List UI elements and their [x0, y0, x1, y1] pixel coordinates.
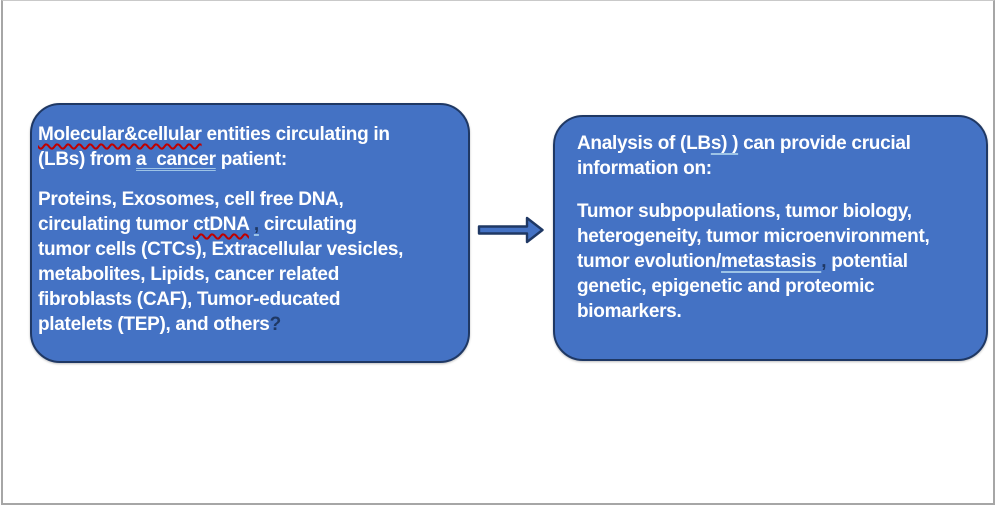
text-segment: metabolites, Lipids, cancer related — [38, 264, 339, 285]
text-segment: Molecular&cellular — [38, 124, 202, 145]
text-line: Molecular&cellular entities circulating … — [38, 122, 464, 147]
text-segment: tumor evolution/ — [577, 251, 722, 272]
text-line: platelets (TEP), and others? — [38, 312, 464, 337]
text-line: tumor cells (CTCs), Extracellular vesicl… — [38, 237, 464, 262]
text-segment: genetic, epigenetic and proteomic — [577, 276, 875, 297]
text-segment: patient: — [215, 149, 288, 170]
text-segment: Analysis of (LB — [577, 133, 711, 154]
text-segment: Proteins, Exosomes, cell free DNA, — [38, 189, 344, 210]
text-segment: circulating — [258, 214, 357, 235]
text-segment: Tumor subpopulations, tumor biology, — [577, 201, 912, 222]
text-segment: metastasis — [721, 251, 822, 272]
text-line: Tumor subpopulations, tumor biology, — [577, 199, 980, 224]
paragraph: Molecular&cellular entities circulating … — [38, 122, 464, 172]
text-line: genetic, epigenetic and proteomic — [577, 274, 980, 299]
text-line: information on: — [577, 156, 980, 181]
text-segment: can provide crucial — [738, 133, 911, 154]
text-segment: a cancer — [136, 149, 216, 170]
text-segment: circulating tumor — [38, 214, 194, 235]
text-line: biomarkers. — [577, 299, 980, 324]
text-line: (LBs) from a cancer patient: — [38, 147, 464, 172]
text-segment: ? — [269, 314, 282, 335]
left-rounded-box: Molecular&cellular entities circulating … — [30, 103, 470, 363]
text-segment: ctDNA — [193, 214, 249, 235]
paragraph: Tumor subpopulations, tumor biology, hete… — [577, 199, 980, 324]
block-arrow-shape — [477, 216, 544, 244]
text-segment: entities circulating in — [201, 124, 390, 145]
text-segment: platelets (TEP), and others — [38, 314, 270, 335]
text-segment: information on: — [577, 158, 712, 179]
text-segment: potential — [826, 251, 908, 272]
text-line: fibroblasts (CAF), Tumor-educated — [38, 287, 464, 312]
text-segment: , — [253, 214, 259, 235]
text-line: circulating tumor ctDNA , circulating — [38, 212, 464, 237]
text-segment: fibroblasts (CAF), Tumor-educated — [38, 289, 341, 310]
text-segment: biomarkers. — [577, 301, 682, 322]
text-segment: (LBs) from — [38, 149, 137, 170]
text-line: tumor evolution/metastasis , potential — [577, 249, 980, 274]
text-line: Analysis of (LBs) ) can provide crucial — [577, 131, 980, 156]
text-line: Proteins, Exosomes, cell free DNA, — [38, 187, 464, 212]
right-arrow-icon — [477, 216, 544, 244]
text-segment: heterogeneity, tumor microenvironment, — [577, 226, 930, 247]
text-segment: s) ) — [710, 133, 739, 154]
text-segment: , — [821, 251, 827, 272]
paragraph: Proteins, Exosomes, cell free DNA,circul… — [38, 187, 464, 337]
text-segment: tumor cells (CTCs), Extracellular vesicl… — [38, 239, 404, 260]
text-line: metabolites, Lipids, cancer related — [38, 262, 464, 287]
text-line: heterogeneity, tumor microenvironment, — [577, 224, 980, 249]
